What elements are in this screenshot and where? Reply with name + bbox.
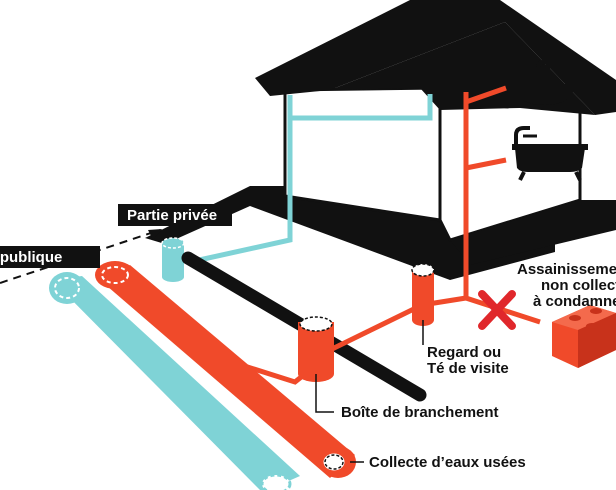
sink-icon bbox=[510, 60, 576, 105]
assainissement-label-1: Assainissement bbox=[517, 261, 616, 278]
assainissement-label-3: à condamner bbox=[533, 293, 616, 310]
wastewater-network bbox=[95, 85, 541, 478]
cross-icon bbox=[478, 290, 516, 330]
partie-publique-label: Partie publique bbox=[0, 249, 62, 266]
partie-privee-label: Partie privée bbox=[127, 207, 217, 224]
bathtub-icon bbox=[512, 126, 588, 181]
boite-label: Boîte de branchement bbox=[341, 404, 499, 421]
assainissement-label-2: non collectif bbox=[541, 277, 616, 294]
septic-tank-icon bbox=[552, 305, 616, 368]
regard-shaft bbox=[412, 270, 434, 320]
collecte-label: Collecte d’eaux usées bbox=[369, 454, 526, 471]
partie-privee-tag bbox=[118, 204, 232, 226]
boundary-arrow bbox=[148, 229, 162, 240]
house bbox=[145, 0, 616, 280]
partie-publique-tag bbox=[0, 246, 100, 268]
regard-label-1: Regard ou bbox=[427, 344, 501, 361]
rainwater-network bbox=[49, 94, 433, 490]
regard-label-2: Té de visite bbox=[427, 360, 509, 377]
